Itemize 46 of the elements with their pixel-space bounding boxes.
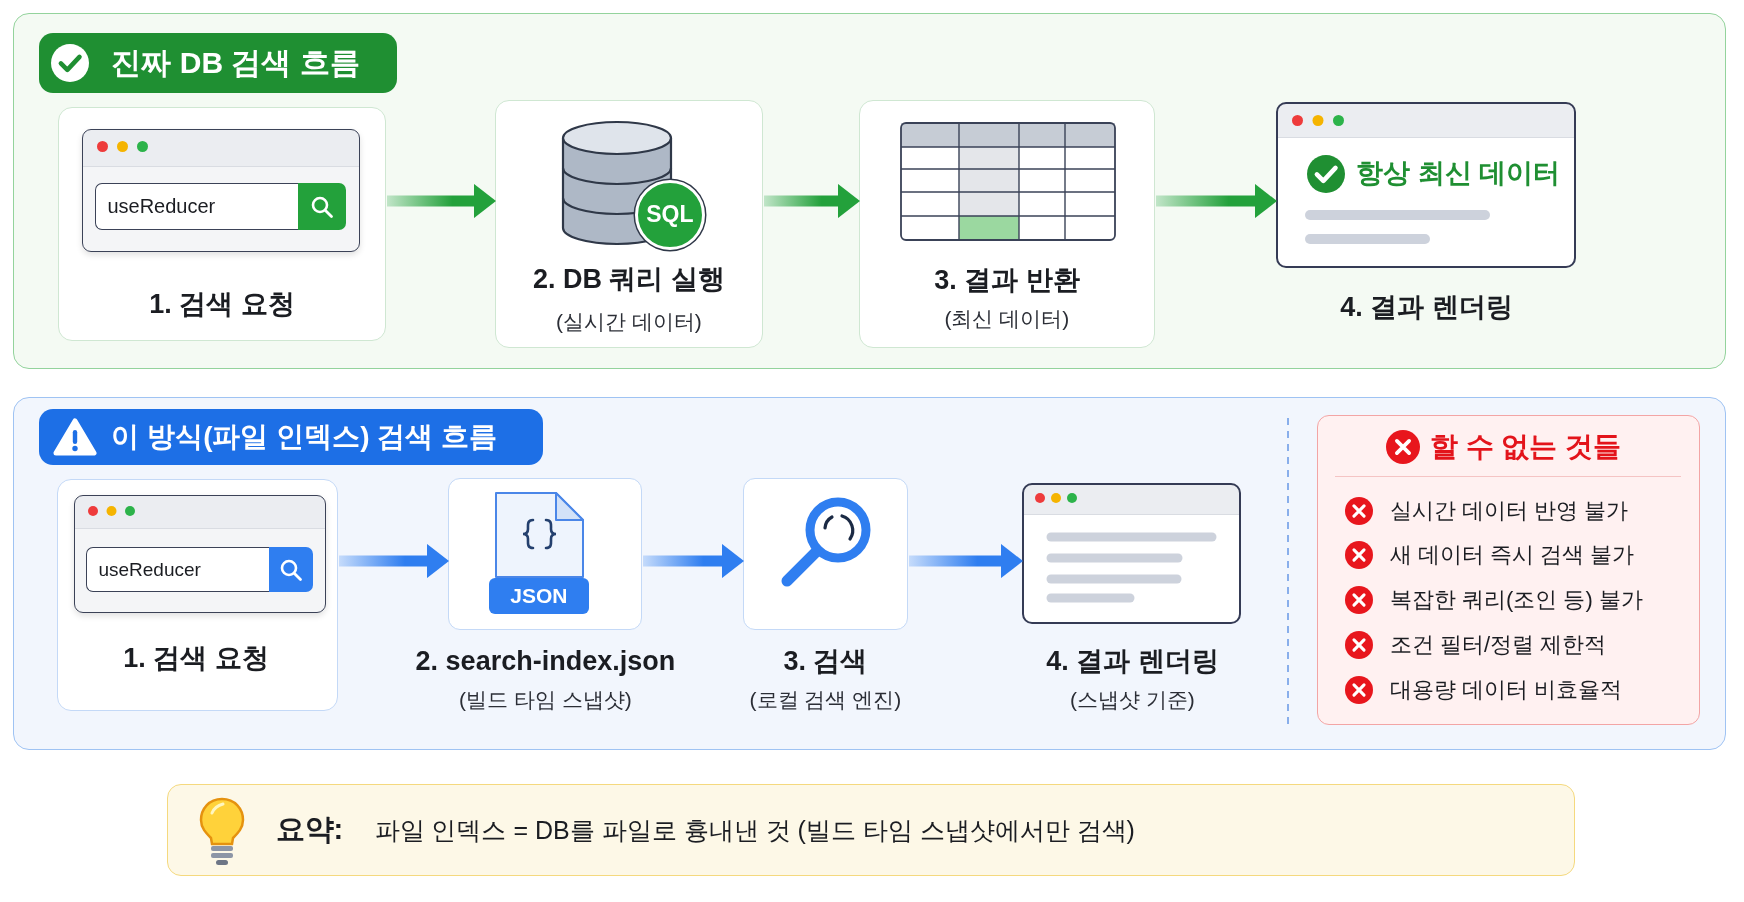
step-label: 1. 검색 요청 [123,643,269,675]
step-label: 2. search-index.json [415,646,676,678]
step-label: 2. DB 쿼리 실행 [532,264,725,296]
file-type-label: JSON [488,577,589,614]
arrow [643,543,744,579]
step-label: 4. 결과 렌더링 [1046,646,1219,678]
icon-card [448,478,643,631]
step-note: (실시간 데이터) [556,309,702,334]
step-card [58,107,387,342]
sql-badge: SQL [634,179,705,250]
icon-card [743,478,909,631]
step-note: (최신 데이터) [944,306,1070,331]
step-card [495,100,764,349]
browser-window [1022,483,1242,625]
summary-bar [167,784,1575,876]
note-box [1317,415,1701,726]
status-text: 항상 최신 데이터 [1356,158,1561,190]
arrow [339,543,449,579]
panel [13,397,1726,750]
step-note: (로컬 검색 엔진) [749,688,902,713]
step-note: (스냅샷 기준) [1070,688,1195,713]
list-item: 실시간 데이터 반영 불가 [1389,498,1629,524]
panel-title: 이 방식(파일 인덱스) 검색 흐름 [111,421,498,454]
step-label: 3. 결과 반환 [934,265,1080,297]
panel [13,13,1726,369]
search-field: useReducer [86,547,270,593]
step-note: (빌드 타임 스냅샷) [459,688,632,713]
list-item: 복잡한 쿼리(조인 등) 불가 [1389,587,1643,613]
summary-text: 파일 인덱스 = DB를 파일로 흉내낸 것 (빌드 타임 스냅샷에서만 검색) [374,815,1135,844]
step-label: 1. 검색 요청 [149,289,295,321]
list-item: 조건 필터/정렬 제한적 [1389,632,1607,658]
browser-window [1276,102,1577,269]
step-label: 4. 결과 렌더링 [1340,292,1513,324]
box-title: 할 수 없는 것들 [1429,430,1622,463]
summary-label: 요약: [275,812,344,847]
step-card [57,479,339,712]
arrow [387,183,496,219]
step-label: 3. 검색 [783,646,868,678]
list-item: 새 데이터 즉시 검색 불가 [1389,542,1635,568]
arrow [1156,183,1277,219]
arrow [909,543,1023,579]
search-field: useReducer [95,183,299,231]
list-item: 대용량 데이터 비효율적 [1389,677,1623,703]
step-card [859,100,1156,349]
arrow [764,183,860,219]
panel-title: 진짜 DB 검색 흐름 [111,46,360,81]
